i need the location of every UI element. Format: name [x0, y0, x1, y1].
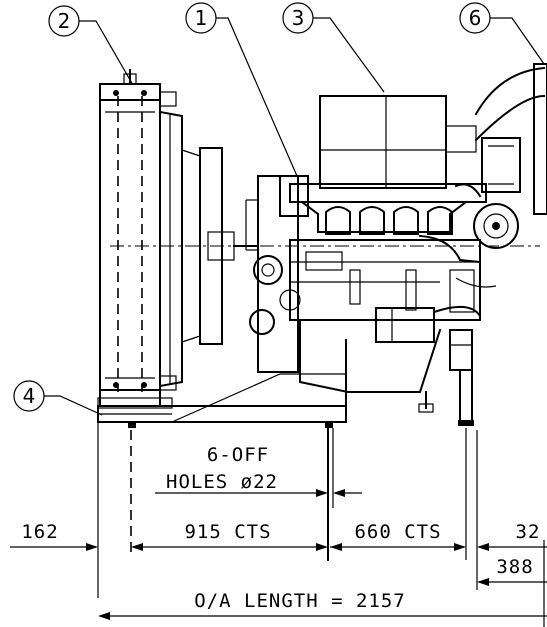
- dim-32-label: 32: [516, 521, 541, 543]
- engine: [245, 63, 547, 426]
- base-frame: [97, 339, 347, 428]
- callout-6-label: 6: [469, 6, 482, 30]
- dim-660-label: 660 CTS: [354, 521, 441, 543]
- callout-2-label: 2: [58, 9, 71, 33]
- callout-3-label: 3: [292, 6, 305, 30]
- callout-2: 2: [48, 5, 134, 86]
- callout-1-label: 1: [195, 6, 208, 30]
- dim-162-label: 162: [21, 521, 58, 543]
- callout-1: 1: [185, 2, 298, 177]
- callout-4: 4: [13, 380, 103, 416]
- callout-6: 6: [459, 2, 545, 65]
- callout-3: 3: [282, 2, 385, 93]
- radiator: [99, 69, 257, 407]
- overall-length-label: O/A LENGTH = 2157: [194, 590, 405, 612]
- holes-qty-label: 6-OFF: [207, 444, 269, 466]
- dim-915-label: 915 CTS: [184, 521, 271, 543]
- dim-388-label: 388: [496, 556, 533, 578]
- callout-4-label: 4: [23, 384, 36, 408]
- dimensions: 6-OFF HOLES ø22 162 915 CTS 660 CTS 32 3…: [10, 422, 547, 627]
- holes-desc-label: HOLES ø22: [166, 471, 278, 493]
